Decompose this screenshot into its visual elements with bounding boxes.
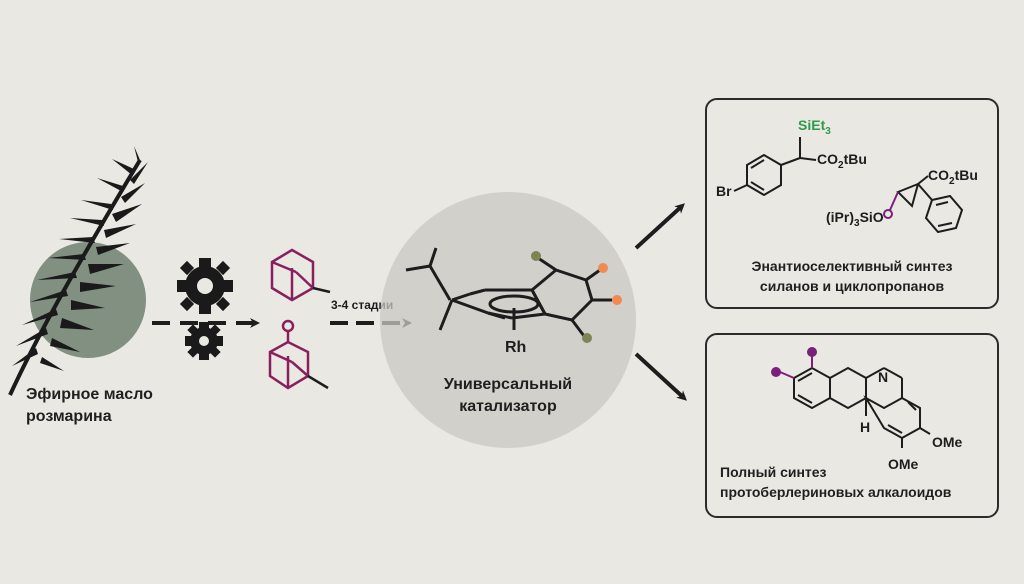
bottom-result-panel <box>705 333 999 518</box>
silyl-group: SiEt3 <box>798 117 831 137</box>
top-panel-caption: Энантиоселективный синтез силанов и цикл… <box>705 256 999 296</box>
source-label-line2: розмарина <box>26 408 112 425</box>
catalyst-label: Универсальный катализатор <box>418 374 598 418</box>
catalyst-label-line1: Универсальный <box>443 376 573 393</box>
top-result-panel <box>705 98 999 309</box>
arrow-step-label: 3-4 стадии <box>331 298 393 312</box>
silane-structure <box>733 137 817 197</box>
ester-group-1: CO2tBu <box>817 151 867 171</box>
bottom-panel-caption: Полный синтез протоберлериновых алкалоид… <box>720 462 990 502</box>
rosemary-backdrop <box>30 242 146 358</box>
silyl-ether-group: (iPr)3SiO <box>826 209 884 229</box>
catalyst-metal: Rh <box>505 339 526 356</box>
alkaloid-h-atom: H <box>860 419 870 435</box>
gear-small-icon <box>185 322 223 360</box>
catalyst-dot-green-2 <box>582 333 592 343</box>
catalyst-dot-green-1 <box>531 251 541 261</box>
ether-oxygen-ring <box>883 209 893 219</box>
catalyst-backdrop <box>380 192 636 448</box>
arrow-to-top-panel <box>634 203 685 250</box>
alkaloid-n-atom: N <box>878 369 888 385</box>
pinene-structure <box>270 248 331 302</box>
rosemary-icon <box>8 146 148 396</box>
alkaloid-dot-1 <box>807 347 817 357</box>
catalyst-label-line2: катализатор <box>459 398 557 415</box>
bottom-panel-caption-line2: протоберлериновых алкалоидов <box>720 484 952 500</box>
arrow-to-bottom-panel <box>634 352 687 401</box>
ester-group-2: CO2tBu <box>928 167 978 187</box>
bottom-panel-caption-line1: Полный синтез <box>720 464 827 480</box>
alkaloid-dot-2 <box>771 367 781 377</box>
top-panel-caption-line1: Энантиоселективный синтез <box>751 258 953 274</box>
gear-icon <box>177 258 233 314</box>
source-label: Эфирное масло розмарина <box>26 384 153 428</box>
catalyst-dot-orange-1 <box>598 263 608 273</box>
alkaloid-ome-1: OMe <box>932 434 963 450</box>
top-panel-caption-line2: силанов и циклопропанов <box>759 278 945 294</box>
catalyst-dot-orange-2 <box>612 295 622 305</box>
source-label-line1: Эфирное масло <box>26 386 153 403</box>
alkaloid-ome-2: OMe <box>888 456 919 472</box>
bromo-group: Br <box>716 183 732 199</box>
verbenone-structure <box>268 319 329 390</box>
catalyst-structure <box>405 247 612 337</box>
alkaloid-structure <box>779 354 931 448</box>
cyclopropane-structure <box>889 175 964 234</box>
